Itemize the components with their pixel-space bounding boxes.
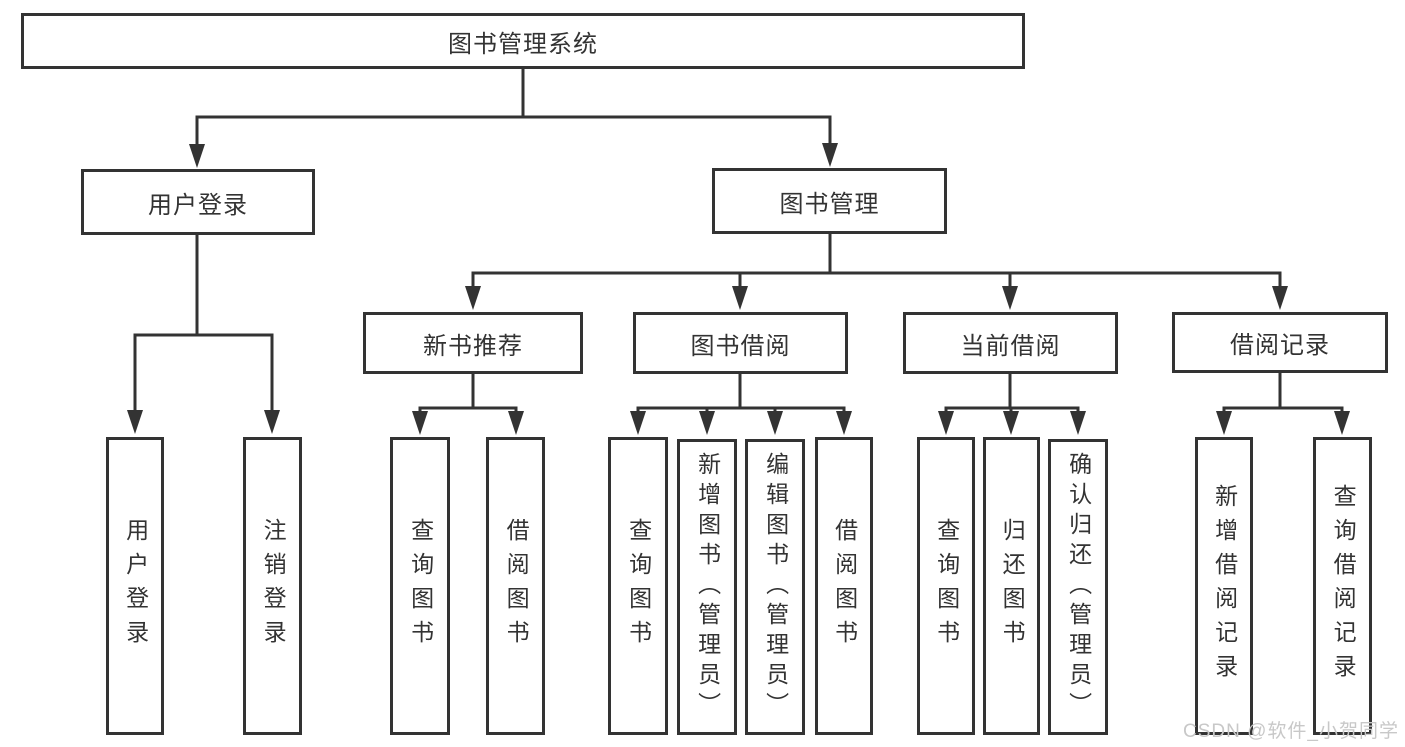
node-label: 注销登录	[260, 518, 287, 654]
leaf-records-add-record: 新增借阅记录	[1195, 437, 1253, 735]
node-label: 用户登录	[122, 518, 149, 654]
node-label: 查询图书	[407, 518, 434, 654]
node-label: 图书管理系统	[448, 30, 598, 58]
node-book-management: 图书管理	[712, 168, 947, 234]
arrowhead-icon	[1216, 411, 1232, 435]
node-label: 借阅图书	[831, 518, 858, 654]
watermark: CSDN @软件_小贺同学	[1183, 721, 1399, 742]
arrowhead-icon	[938, 411, 954, 435]
arrowheads	[127, 143, 1350, 435]
leaf-logout: 注销登录	[243, 437, 302, 735]
node-label: 归还图书	[999, 518, 1026, 654]
node-label: 图书管理	[779, 190, 880, 218]
connector-new-book-to-leaves	[418, 372, 518, 415]
arrowhead-icon	[264, 410, 280, 434]
arrowhead-icon	[127, 410, 143, 434]
arrowhead-icon	[732, 286, 748, 310]
node-current-borrow: 当前借阅	[903, 312, 1118, 374]
connector-borrow-records-to-leaves	[1222, 371, 1344, 415]
leaf-current-query-books: 查询图书	[917, 437, 975, 735]
arrowhead-icon	[836, 411, 852, 435]
arrowhead-icon	[1334, 411, 1350, 435]
leaf-newrec-query-books: 查询图书	[390, 437, 450, 735]
node-label: 借阅图书	[503, 518, 530, 654]
connector-user-login-to-leaves	[133, 233, 274, 414]
arrowhead-icon	[189, 144, 205, 168]
node-label: 查询图书	[625, 518, 652, 654]
leaf-borrow-borrow-books: 借阅图书	[815, 437, 873, 735]
node-book-borrow: 图书借阅	[633, 312, 848, 374]
leaf-borrow-edit-books-admin: 编辑图书（管理员）	[745, 439, 805, 735]
leaf-records-query-record: 查询借阅记录	[1313, 437, 1372, 735]
node-root-system: 图书管理系统	[21, 13, 1025, 69]
arrowhead-icon	[1002, 286, 1018, 310]
connector-root-to-level2	[195, 67, 832, 148]
node-label: 编辑图书（管理员）	[762, 452, 789, 722]
node-label: 图书借阅	[690, 332, 791, 360]
node-borrow-records: 借阅记录	[1172, 312, 1388, 373]
node-label: 确认归还（管理员）	[1065, 452, 1092, 722]
node-label: 用户登录	[148, 191, 248, 219]
arrowhead-icon	[699, 411, 715, 435]
leaf-current-confirm-return-admin: 确认归还（管理员）	[1048, 439, 1108, 735]
arrowhead-icon	[465, 286, 481, 310]
node-label: 新增图书（管理员）	[694, 452, 721, 722]
arrowhead-icon	[822, 143, 838, 167]
node-user-login: 用户登录	[81, 169, 315, 235]
connector-current-borrow-to-leaves	[944, 372, 1080, 415]
leaf-borrow-query-books: 查询图书	[608, 437, 668, 735]
node-label: 新书推荐	[423, 332, 523, 360]
arrowhead-icon	[630, 411, 646, 435]
arrowhead-icon	[412, 411, 428, 435]
arrowhead-icon	[1272, 286, 1288, 310]
arrowhead-icon	[1003, 411, 1019, 435]
node-label: 查询图书	[933, 518, 960, 654]
leaf-borrow-add-books-admin: 新增图书（管理员）	[677, 439, 737, 735]
node-label: 新增借阅记录	[1211, 484, 1238, 688]
leaf-current-return-books: 归还图书	[983, 437, 1040, 735]
node-label: 当前借阅	[960, 332, 1061, 360]
leaf-user-login: 用户登录	[106, 437, 164, 735]
node-label: 查询借阅记录	[1330, 484, 1357, 688]
node-label: 借阅记录	[1230, 332, 1330, 359]
node-new-book-recommend: 新书推荐	[363, 312, 583, 374]
leaf-newrec-borrow-books: 借阅图书	[486, 437, 545, 735]
connector-book-borrow-to-leaves	[636, 372, 846, 415]
arrowhead-icon	[1070, 411, 1086, 435]
arrowhead-icon	[767, 411, 783, 435]
arrowhead-icon	[508, 411, 524, 435]
connector-book-management-to-level3	[471, 232, 1282, 290]
